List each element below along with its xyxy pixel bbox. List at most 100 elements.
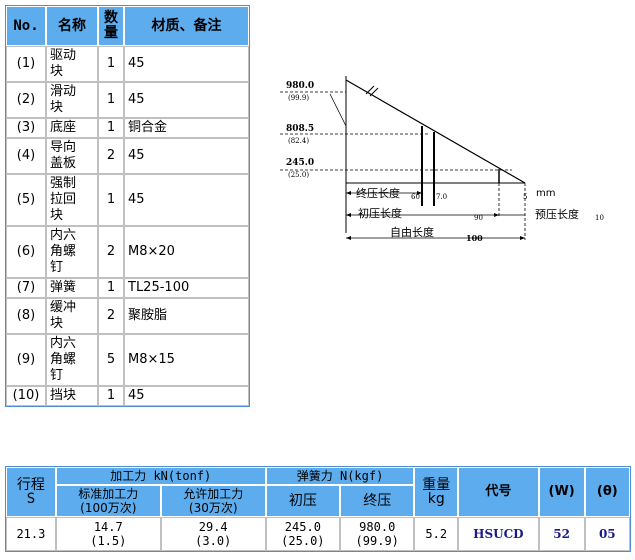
header-name: 名称 xyxy=(46,6,98,46)
break-mark-2 xyxy=(369,87,379,97)
header-initial: 初压 xyxy=(265,485,341,517)
cell-initial-value: 245.0 xyxy=(284,520,321,534)
header-allow-force: 允许加工力 (30万次) xyxy=(160,485,266,517)
dim-label-70: 7.0 xyxy=(436,193,447,201)
header-qty-line1: 数 xyxy=(104,10,118,26)
y-label-980: 980.0 xyxy=(286,81,314,91)
header-material: 材质、备注 xyxy=(124,6,249,46)
parts-name-line: 角螺 xyxy=(50,352,77,367)
header-allow-force-label: 允许加工力 xyxy=(183,487,244,501)
parts-name-line: 块 xyxy=(50,100,64,115)
parts-cell-no: (8) xyxy=(6,298,46,334)
header-code: 代号 xyxy=(458,467,539,517)
arrow-free-left xyxy=(346,236,351,240)
cell-allow-force: 29.4 (3.0) xyxy=(160,517,266,551)
label-preload-length: 预压长度 xyxy=(535,207,579,221)
parts-cell-material: 45 xyxy=(124,386,249,406)
header-weight-label: 重量 xyxy=(422,477,451,493)
spec-header-row-2: 标准加工力 (100万次) 允许加工力 (30万次) 初压 终压 xyxy=(6,485,630,517)
parts-name-line: 驱动 xyxy=(50,48,77,63)
spec-header-row-1: 行程 S 加工力 kN(tonf) 弹簧力 N(kgf) 重量 kg 代号 (W… xyxy=(6,467,630,517)
cell-std-force-sub: (1.5) xyxy=(90,534,127,548)
parts-name-line: 强制 xyxy=(50,176,77,191)
parts-cell-no: (5) xyxy=(6,174,46,226)
dim-label-90: 90 xyxy=(474,214,483,222)
parts-cell-name: 弹簧 xyxy=(46,278,98,298)
parts-cell-name: 导向盖板 xyxy=(46,138,98,174)
header-no: No. xyxy=(6,6,46,46)
parts-cell-name: 驱动块 xyxy=(46,46,98,82)
parts-cell-name: 缓冲块 xyxy=(46,298,98,334)
y-label-808: 808.5 xyxy=(286,124,314,134)
header-std-force: 标准加工力 (100万次) xyxy=(55,485,161,517)
parts-name-line: 拉回 xyxy=(50,192,77,207)
parts-name-line: 内六 xyxy=(50,336,77,351)
parts-cell-material: 45 xyxy=(124,174,249,226)
dim-label-5: 5 xyxy=(523,193,527,201)
cell-stroke: 21.3 xyxy=(6,517,56,551)
parts-cell-qty: 1 xyxy=(98,46,124,82)
arrow-final-left xyxy=(346,191,351,195)
cell-weight: 5.2 xyxy=(414,517,459,551)
parts-name-line: 块 xyxy=(50,208,64,223)
parts-cell-material: M8×20 xyxy=(124,226,249,278)
cell-w: 52 xyxy=(538,517,585,551)
header-w: (W) xyxy=(538,467,585,517)
header-weight-unit: kg xyxy=(427,491,445,507)
parts-cell-qty: 2 xyxy=(98,226,124,278)
label-unit: mm xyxy=(536,188,555,199)
parts-name-line: 钉 xyxy=(50,260,64,275)
parts-cell-no: (3) xyxy=(6,118,46,138)
parts-cell-qty: 1 xyxy=(98,386,124,406)
header-qty: 数 量 xyxy=(98,6,124,46)
parts-name-line: 滑动 xyxy=(50,84,77,99)
label-initial-compression: 初压长度 xyxy=(358,206,402,220)
y-sublabel-245: (25.0) xyxy=(288,171,309,179)
header-stroke-unit: S xyxy=(26,491,36,507)
parts-cell-name: 内六角螺钉 xyxy=(46,334,98,386)
y-label-245: 245.0 xyxy=(286,158,314,168)
cell-final-sub: (99.9) xyxy=(355,534,399,548)
parts-header-row: No. 名称 数 量 材质、备注 xyxy=(6,6,249,46)
spring-line xyxy=(345,79,526,184)
cell-final: 980.0 (99.9) xyxy=(340,517,415,551)
dim-label-10: 10 xyxy=(595,214,604,222)
parts-name-line: 块 xyxy=(50,316,64,331)
header-std-force-sub: (100万次) xyxy=(80,501,137,515)
header-force: 加工力 kN(tonf) xyxy=(55,467,266,485)
parts-cell-name: 内六角螺钉 xyxy=(46,226,98,278)
parts-cell-no: (6) xyxy=(6,226,46,278)
header-allow-force-sub: (30万次) xyxy=(188,501,238,515)
parts-cell-qty: 2 xyxy=(98,138,124,174)
header-qty-line2: 量 xyxy=(104,25,118,41)
parts-cell-material: TL25-100 xyxy=(124,278,249,298)
y-sublabel-980: (99.9) xyxy=(288,94,309,102)
cell-theta: 05 xyxy=(584,517,630,551)
parts-name-line: 块 xyxy=(50,64,64,79)
parts-cell-no: (4) xyxy=(6,138,46,174)
parts-cell-no: (9) xyxy=(6,334,46,386)
parts-name-line: 缓冲 xyxy=(50,300,77,315)
spec-table: 行程 S 加工力 kN(tonf) 弹簧力 N(kgf) 重量 kg 代号 (W… xyxy=(5,466,631,552)
parts-cell-no: (10) xyxy=(6,386,46,406)
cell-std-force: 14.7 (1.5) xyxy=(55,517,161,551)
cell-initial: 245.0 (25.0) xyxy=(265,517,341,551)
parts-cell-no: (1) xyxy=(6,46,46,82)
parts-cell-material: M8×15 xyxy=(124,334,249,386)
arrow-free-right xyxy=(520,236,525,240)
parts-cell-qty: 1 xyxy=(98,118,124,138)
parts-name-line: 内六 xyxy=(50,228,77,243)
parts-cell-material: 45 xyxy=(124,46,249,82)
header-final: 终压 xyxy=(340,485,415,517)
spec-data-row: 21.3 14.7 (1.5) 29.4 (3.0) 245.0 (25.0) … xyxy=(6,517,630,551)
parts-cell-qty: 2 xyxy=(98,298,124,334)
dim-label-60: 60 xyxy=(411,193,420,201)
parts-cell-name: 强制拉回块 xyxy=(46,174,98,226)
